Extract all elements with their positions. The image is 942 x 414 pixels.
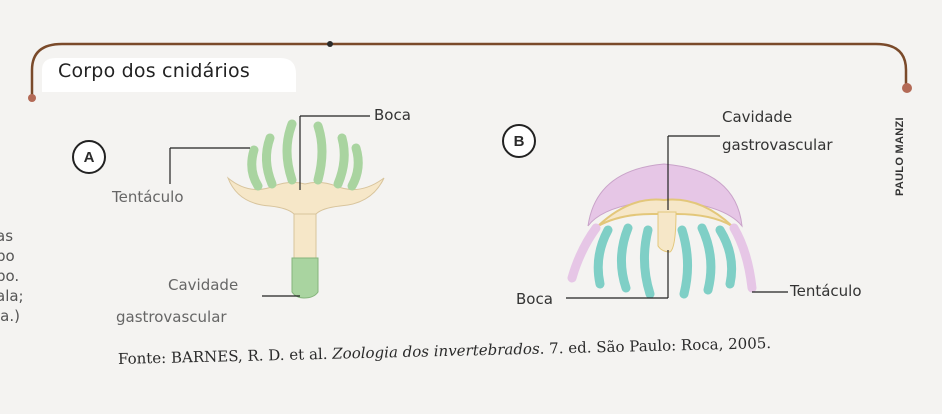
edge-line: ala; — [0, 287, 24, 305]
frame-dot-right — [902, 83, 912, 93]
medusa-label-cavity-1: Cavidade — [722, 108, 793, 126]
badge-b: B — [502, 124, 536, 158]
medusa-label-cavity-2: gastrovascular — [722, 136, 833, 154]
medusa-label-tentacle: Tentáculo — [790, 282, 862, 300]
frame-dot-top — [327, 41, 333, 47]
box-title: Corpo dos cnidários — [58, 60, 250, 82]
polyp-label-mouth: Boca — [374, 106, 411, 124]
frame-dot-left — [28, 94, 36, 102]
title-tab — [42, 58, 296, 92]
edge-line: po — [0, 247, 15, 265]
edge-line: po. — [0, 267, 20, 285]
polyp-label-cavity-2: gastrovascular — [116, 308, 227, 326]
medusa-label-mouth: Boca — [516, 290, 553, 308]
edge-line: as — [0, 227, 14, 245]
polyp-label-tentacle: Tentáculo — [112, 188, 184, 206]
left-edge-text: as po po. ala; ia.) — [0, 226, 24, 326]
edge-line: ia.) — [0, 307, 20, 325]
badge-a: A — [72, 140, 106, 174]
polyp-label-cavity-1: Cavidade — [168, 276, 239, 294]
